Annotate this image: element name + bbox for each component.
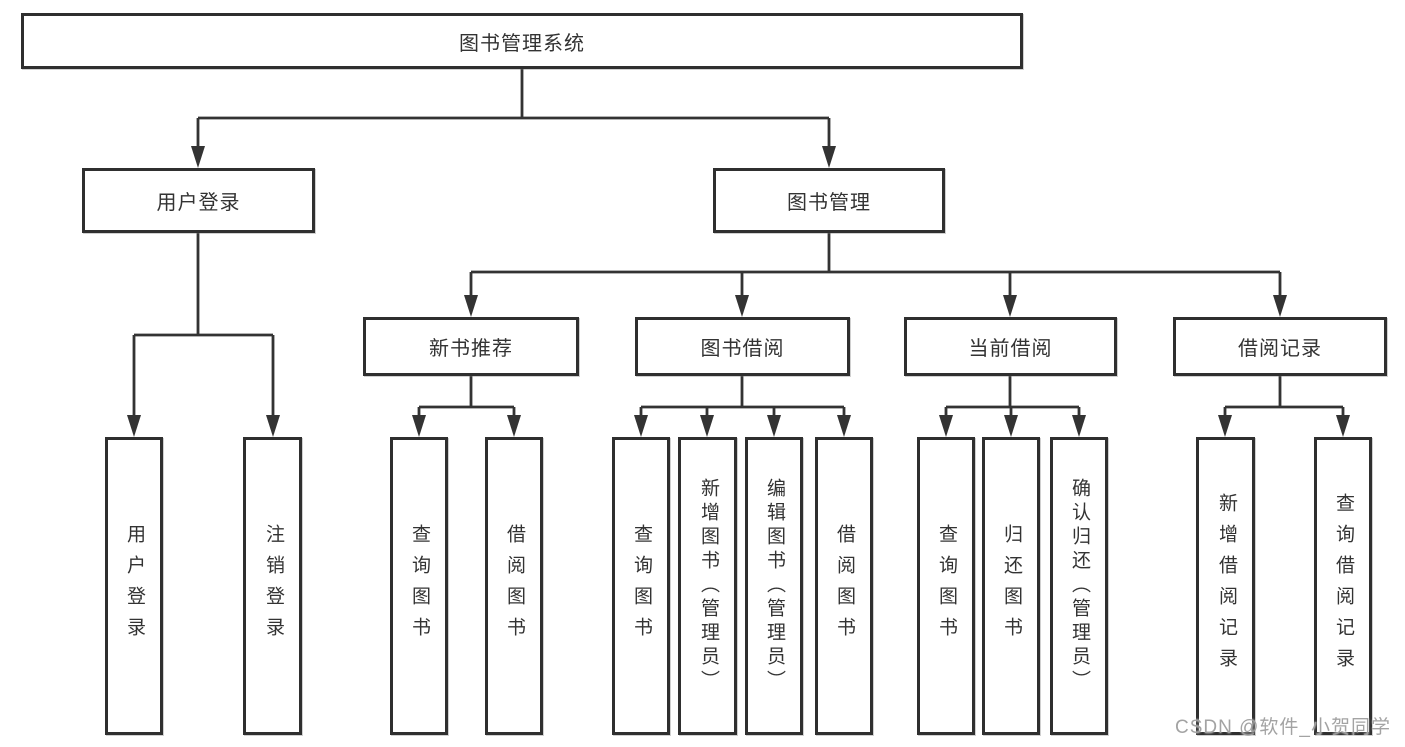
arrowhead: [700, 415, 714, 437]
leaf-query-books-borrowing: 查询图书: [612, 437, 670, 735]
node-book-management: 图书管理: [713, 168, 945, 233]
edge-recommend-to-leaves: [417, 376, 516, 417]
edge-userlogin-to-leaves: [132, 233, 275, 417]
arrowhead: [767, 415, 781, 437]
watermark: CSDN @软件_小贺同学: [1175, 717, 1391, 738]
arrowhead: [735, 295, 749, 317]
arrowhead: [1218, 415, 1232, 437]
arrowheads: [127, 146, 1350, 437]
arrowhead: [1336, 415, 1350, 437]
edge-root-to-level2: [196, 69, 831, 148]
edge-records-to-leaves: [1223, 376, 1345, 417]
leaf-query-books-current: 查询图书: [917, 437, 975, 735]
leaf-add-borrow-record: 新增借阅记录: [1196, 437, 1255, 735]
arrowhead: [822, 146, 836, 168]
leaf-query-borrow-record: 查询借阅记录: [1314, 437, 1372, 735]
leaf-borrow-books-borrowing: 借阅图书: [815, 437, 873, 735]
node-root: 图书管理系统: [21, 13, 1023, 69]
arrowhead: [1273, 295, 1287, 317]
leaf-user-login: 用户登录: [105, 437, 163, 735]
node-book-borrowing: 图书借阅: [635, 317, 850, 376]
edge-borrowing-to-leaves: [639, 376, 846, 417]
node-new-book-recommend: 新书推荐: [363, 317, 579, 376]
leaf-query-books-recommend: 查询图书: [390, 437, 448, 735]
node-borrowing-records: 借阅记录: [1173, 317, 1387, 376]
arrowhead: [507, 415, 521, 437]
arrowhead: [837, 415, 851, 437]
arrowhead: [464, 295, 478, 317]
leaf-return-book: 归还图书: [982, 437, 1040, 735]
leaf-borrow-books-recommend: 借阅图书: [485, 437, 543, 735]
node-current-borrowing: 当前借阅: [904, 317, 1117, 376]
arrowhead: [939, 415, 953, 437]
arrowhead: [1003, 295, 1017, 317]
node-user-login: 用户登录: [82, 168, 315, 233]
arrowhead: [266, 415, 280, 437]
leaf-edit-book-admin: 编辑图书（管理员）: [745, 437, 803, 735]
leaf-logout: 注销登录: [243, 437, 302, 735]
arrowhead: [1004, 415, 1018, 437]
arrowhead: [191, 146, 205, 168]
connector-paths: [132, 69, 1345, 417]
leaf-add-book-admin: 新增图书（管理员）: [678, 437, 737, 735]
arrowhead: [1072, 415, 1086, 437]
leaf-confirm-return-admin: 确认归还（管理员）: [1050, 437, 1108, 735]
arrowhead: [412, 415, 426, 437]
arrowhead: [634, 415, 648, 437]
arrowhead: [127, 415, 141, 437]
edge-current-to-leaves: [944, 376, 1081, 417]
edge-bookmgmt-to-level3: [469, 233, 1282, 297]
